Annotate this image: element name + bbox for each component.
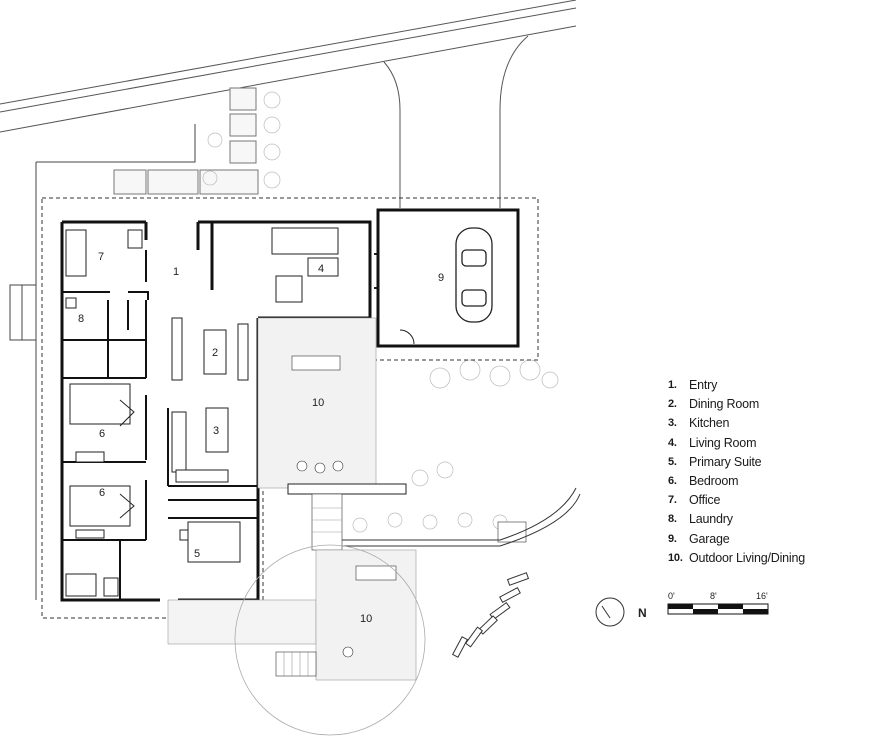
legend-item: 8.Laundry [668, 512, 733, 527]
room-label-bedroom-b: 6 [99, 487, 105, 499]
street [0, 0, 577, 133]
legend-item: 3.Kitchen [668, 416, 730, 431]
scale-bar: 0' 8' 16' [667, 591, 769, 615]
room-label-dining: 2 [212, 347, 218, 359]
arc-steps [451, 572, 530, 658]
legend-item: 10.Outdoor Living/Dining [668, 550, 806, 565]
deck-upper [257, 317, 377, 489]
shrubs [202, 91, 559, 533]
driveway [383, 35, 529, 208]
room-label-kitchen: 3 [213, 425, 219, 437]
pavers [113, 87, 259, 195]
north-label: N [638, 606, 647, 620]
garage [376, 208, 520, 348]
scale-tick-8: 8' [710, 591, 717, 601]
legend-item: 2.Dining Room [668, 397, 760, 412]
room-label-garage: 9 [438, 272, 444, 284]
legend-item: 5.Primary Suite [668, 454, 762, 469]
legend-item: 1.Entry [668, 378, 718, 392]
site-lines [9, 124, 196, 600]
room-label-office: 7 [98, 251, 104, 263]
scale-tick-0: 0' [668, 591, 675, 601]
north-arrow: N [595, 597, 647, 627]
retaining-wall [342, 487, 581, 547]
room-label-living: 4 [318, 263, 324, 275]
deck-rail [287, 483, 407, 495]
deck-lower [167, 493, 527, 681]
legend-item: 6.Bedroom [668, 473, 739, 488]
room-label-outdoor-upper: 10 [312, 397, 324, 409]
legend-list: 1.Entry 2.Dining Room 3.Kitchen 4.Living… [668, 376, 868, 568]
legend-item: 4.Living Room [668, 435, 757, 450]
legend: 1.Entry 2.Dining Room 3.Kitchen 4.Living… [668, 376, 868, 568]
tree-canopy [234, 544, 426, 736]
car-icon [455, 227, 493, 323]
scale-tick-16: 16' [756, 591, 768, 601]
furnishings [65, 227, 391, 597]
legend-item: 7.Office [668, 493, 721, 508]
room-label-bedroom-a: 6 [99, 428, 105, 440]
legend-item: 9.Garage [668, 531, 730, 546]
room-label-primary: 5 [194, 548, 200, 560]
compass-icon [595, 597, 625, 627]
room-label-outdoor-lower: 10 [360, 613, 372, 625]
room-label-entry: 1 [173, 266, 179, 278]
room-label-laundry: 8 [78, 313, 84, 325]
room-labels: 1 2 3 4 5 6 6 7 8 9 10 10 [78, 251, 444, 625]
